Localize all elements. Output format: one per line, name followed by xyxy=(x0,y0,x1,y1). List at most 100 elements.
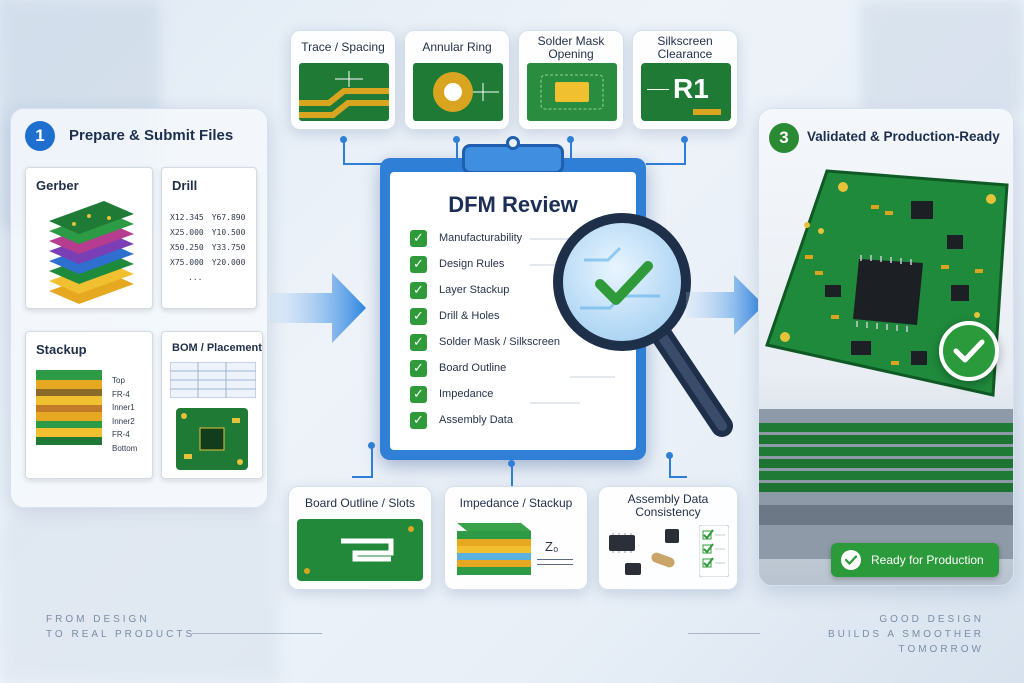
connector-line xyxy=(343,163,383,165)
drill-label: Drill xyxy=(172,178,198,193)
check-trace-spacing[interactable]: Trace / Spacing xyxy=(290,30,396,130)
stackup-layer: Inner1 xyxy=(112,403,135,412)
gerber-label: Gerber xyxy=(36,178,79,193)
check-icon: ✓ xyxy=(410,333,427,351)
footer-right-tagline: GOOD DESIGN BUILDS A SMOOTHER TOMORROW xyxy=(827,614,984,655)
check-board-outline-label: Board Outline / Slots xyxy=(304,496,416,510)
footer-right-rule xyxy=(688,633,760,634)
connector-dot xyxy=(340,136,347,143)
connector-dot xyxy=(681,136,688,143)
connector-dot xyxy=(508,460,515,467)
ready-badge-label: Ready for Production xyxy=(871,553,984,567)
arrow-right-icon xyxy=(270,273,366,343)
footer-left-tagline: FROM DESIGN TO REAL PRODUCTS xyxy=(46,614,196,640)
check-assembly-data[interactable]: Assembly Data Consistency xyxy=(598,486,738,590)
background-shape xyxy=(860,0,1024,110)
stackup-file[interactable]: Stackup Top FR-4 Inner1 Inner2 FR-4 Bott… xyxy=(25,331,153,479)
check-icon: ✓ xyxy=(410,307,427,325)
placeholder-line xyxy=(530,238,600,240)
check-impedance-label: Impedance / Stackup xyxy=(459,496,573,510)
silkscreen-ref-text: R1 xyxy=(673,73,709,104)
bom-file[interactable]: BOM / Placement xyxy=(161,331,263,479)
pad-marker xyxy=(693,109,721,115)
review-item: ✓Impedance xyxy=(410,384,493,404)
check-silkscreen-label: Silkscreen Clearance xyxy=(657,34,713,61)
connector-line xyxy=(511,464,513,488)
review-item: ✓Drill & Holes xyxy=(410,306,500,326)
check-impedance-stackup[interactable]: Impedance / Stackup Z₀ xyxy=(444,486,588,590)
stackup-layer-list: Top FR-4 Inner1 Inner2 FR-4 Bottom xyxy=(112,374,137,455)
trace-spacing-icon xyxy=(299,63,389,121)
components-icon xyxy=(609,529,679,575)
check-icon: ✓ xyxy=(410,385,427,403)
review-item: ✓Board Outline xyxy=(410,358,506,378)
placeholder-line xyxy=(530,402,580,404)
check-icon: ✓ xyxy=(410,229,427,247)
arrow-right-icon xyxy=(686,275,764,335)
clipboard-clip-hole xyxy=(506,136,520,150)
board-outline-icon xyxy=(297,519,423,581)
assembly-checklist-icon xyxy=(699,525,729,577)
check-icon: ✓ xyxy=(410,411,427,429)
check-assembly-label: Assembly Data Consistency xyxy=(627,492,709,519)
step1-badge: 1 xyxy=(25,121,55,151)
review-item: ✓Layer Stackup xyxy=(410,280,509,300)
step1-title: Prepare & Submit Files xyxy=(69,127,234,144)
step1-panel: 1 Prepare & Submit Files Gerber Drill X1… xyxy=(10,108,268,508)
connector-dot xyxy=(453,136,460,143)
check-board-outline[interactable]: Board Outline / Slots xyxy=(288,486,432,590)
check-silkscreen-clearance[interactable]: Silkscreen Clearance R1 xyxy=(632,30,738,130)
gerber-layers-icon xyxy=(49,201,134,304)
annular-ring-icon xyxy=(413,63,503,121)
connector-line xyxy=(371,446,373,478)
connector-line xyxy=(646,163,686,165)
check-solder-mask-opening[interactable]: Solder Mask Opening xyxy=(518,30,624,130)
stackup-layer: Top xyxy=(112,376,125,385)
stackup-layer: Bottom xyxy=(112,443,138,453)
drill-ellipsis: ... xyxy=(188,273,203,282)
check-icon: ✓ xyxy=(410,255,427,273)
silkscreen-icon: R1 xyxy=(641,63,731,121)
impedance-symbol: Z₀ xyxy=(545,539,559,554)
check-annular-ring[interactable]: Annular Ring xyxy=(404,30,510,130)
review-item: ✓Manufacturability xyxy=(410,228,522,248)
check-icon: ✓ xyxy=(410,281,427,299)
connector-line xyxy=(352,476,372,478)
stackup-label: Stackup xyxy=(36,342,87,357)
connector-line xyxy=(669,476,687,478)
check-icon: ✓ xyxy=(410,359,427,377)
magnifier-icon xyxy=(553,213,733,437)
background-shape xyxy=(0,520,280,683)
review-checklist: ✓Manufacturability ✓Design Rules ✓Layer … xyxy=(410,228,610,448)
review-item: ✓Design Rules xyxy=(410,254,504,274)
connector-line xyxy=(456,140,458,162)
connector-line xyxy=(669,456,671,478)
ready-for-production-badge: Ready for Production xyxy=(831,543,999,577)
bom-label: BOM / Placement xyxy=(172,342,262,354)
connector-dot xyxy=(567,136,574,143)
step3-panel: 3 Validated & Production-Ready xyxy=(758,108,1014,586)
placement-board-icon xyxy=(176,408,248,470)
connector-line xyxy=(570,140,572,162)
connector-dot xyxy=(666,452,673,459)
gerber-file[interactable]: Gerber xyxy=(25,167,153,309)
check-solder-mask-label: Solder Mask Opening xyxy=(537,34,605,61)
footer-left-rule xyxy=(192,633,322,634)
validated-check-icon xyxy=(939,321,999,381)
impedance-lines xyxy=(537,559,573,560)
review-item: ✓Solder Mask / Silkscreen xyxy=(410,332,560,352)
step3-badge: 3 xyxy=(769,123,799,153)
stackup-layer: Inner2 xyxy=(112,416,135,426)
check-annular-ring-label: Annular Ring xyxy=(422,40,492,54)
stacked-boards-icon xyxy=(759,409,1013,559)
stackup-layer: FR-4 xyxy=(112,430,130,439)
bom-table-icon xyxy=(170,362,256,398)
connector-dot xyxy=(368,442,375,449)
clearance-marker xyxy=(647,89,669,90)
ready-check-icon xyxy=(841,550,861,570)
